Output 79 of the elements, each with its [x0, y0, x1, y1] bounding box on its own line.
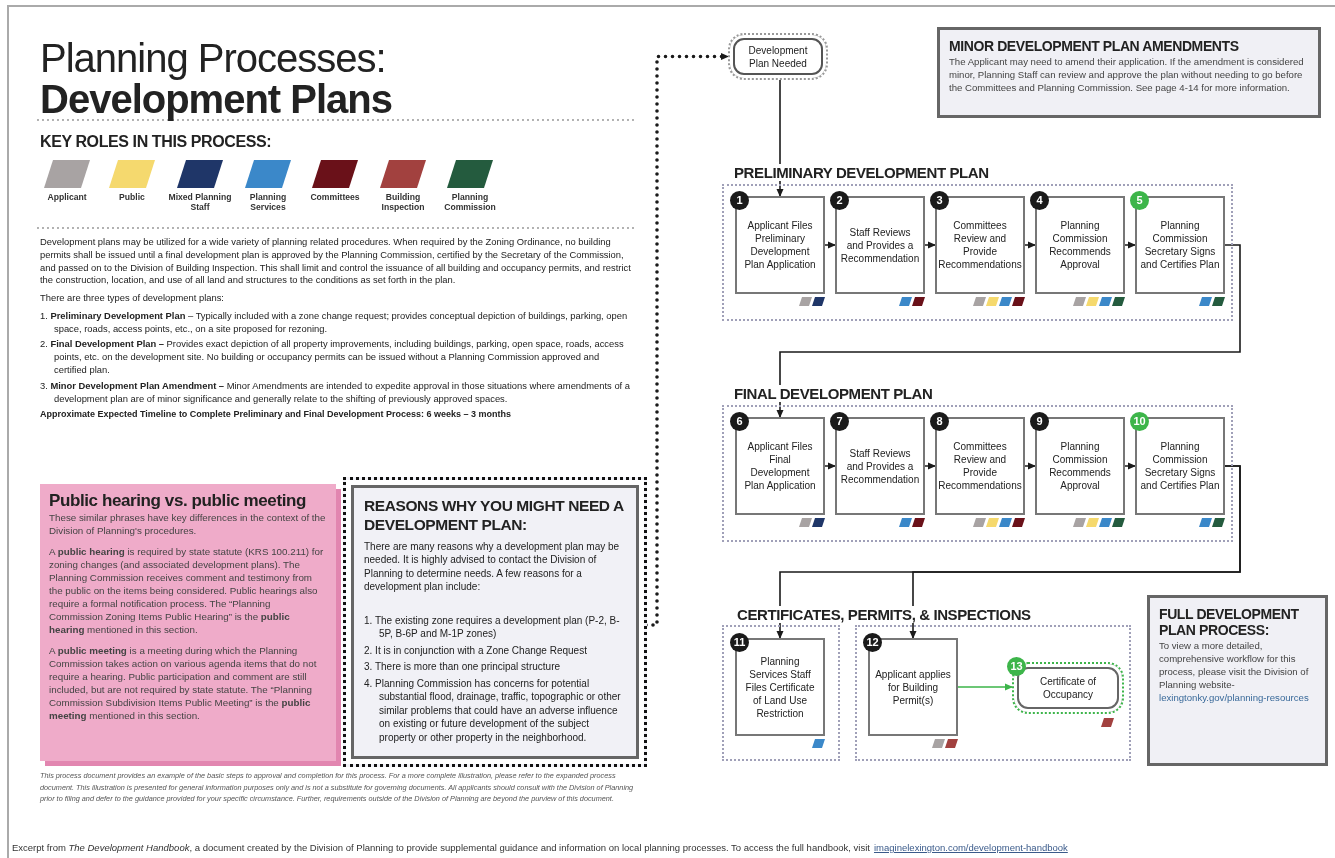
legend-label: Planning Commission — [443, 192, 497, 213]
paragraph: The Applicant may need to amend their application. If the amendment is considered minor, Planning Staff can review and approve the plan without needing to go before the Committees and Planning Commission. See page 4-14 for more information. — [949, 56, 1305, 95]
list-item: 3. There is more than one principal structure — [364, 660, 562, 674]
step-number-badge: 3 — [930, 191, 949, 210]
paragraph: These similar phrases have key differences in the context of the Division of Planning's procedures. — [49, 510, 327, 537]
paragraph: To view a more detailed, comprehensive workflow for this process, please visit the Division of Planning website- — [1159, 640, 1310, 692]
legend-label: Applicant — [46, 192, 88, 203]
step-number-badge: 1 — [730, 191, 749, 210]
paragraph: There are three types of development plans: — [40, 292, 225, 305]
section-heading: PRELIMINARY DEVELOPMENT PLAN — [732, 164, 991, 181]
arrow — [909, 465, 1241, 639]
step-label: Applicant Files Final Development Plan Application — [743, 440, 817, 492]
rounded-box — [728, 33, 828, 80]
step-label: Planning Commission Secretary Signs and Certifies Plan — [1140, 440, 1220, 492]
step-label: Staff Reviews and Provides a Recommendation — [840, 225, 920, 265]
panel-heading: REASONS WHY YOU MIGHT NEED A DEVELOPMENT PLAN: — [364, 496, 625, 535]
step-label: Planning Commission Recommends Approval — [1048, 219, 1112, 271]
dotted-group-frame — [722, 625, 840, 761]
step-number-badge: 4 — [1030, 191, 1049, 210]
arrow — [1024, 462, 1036, 470]
paragraph: Development plans may be utilized for a wide variety of planning related procedures. When required by the Zoning Ordinance, no building permits shall be issued until a final development plan is approved by the Planning Commission, certified by the Secretary of the Commission, and passed on to the Division of Building Inspection. This shall limit and control the issuance of all building and occupancy permits, and restrict the construction, location, and use of all land and structures to the conditions as set forth in the plan. — [40, 236, 632, 288]
step-number-badge: 9 — [1030, 412, 1049, 431]
step-label: Certificate of Occupancy — [1038, 675, 1098, 701]
arrow — [776, 244, 1241, 418]
info-panel — [343, 477, 647, 767]
legend-label: Public — [118, 192, 146, 203]
step-label: Planning Commission Recommends Approval — [1048, 440, 1112, 492]
step-label: Development Plan Needed — [747, 43, 809, 70]
link: lexingtonky.gov/planning-resources — [1159, 691, 1309, 705]
step-number-badge: 6 — [730, 412, 749, 431]
paragraph: There are many reasons why a development plan may be needed. It is highly advised to contact the Division of Planning to determine needs. A few reasons for a development plan include: — [364, 539, 621, 594]
step-label: Planning Commission Secretary Signs and Certifies Plan — [1140, 219, 1220, 271]
list-item: 1. Preliminary Development Plan – Typically included with a zone change request; provides conceptual depiction of buildings, parking, open space, roads, access points, etc., on a site proposed for rezoning. — [40, 309, 629, 336]
section-heading: CERTIFICATES, PERMITS, & INSPECTIONS — [735, 606, 1033, 623]
paragraph: A public hearing is required by state statute (KRS 100.211) for zoning changes (and associated development plans). The Planning Commission receives comment and testimony from the public on the items being considered. Public hearings also require a formal notification process. The “Planning Commission Zoning Items Public Hearing” is the public hearing mentioned in this section. — [49, 544, 325, 636]
arrow — [824, 241, 836, 249]
section-heading: KEY ROLES IN THIS PROCESS: — [40, 133, 273, 151]
legend-label: Mixed Planning Staff — [167, 192, 233, 213]
footer-note: Excerpt from The Development Handbook, a document created by the Division of Planning to provide supplemental guidance and information on local planning processes. To access the full handbook, visit — [12, 842, 870, 853]
step-label: Staff Reviews and Provides a Recommendation — [840, 446, 920, 486]
list-item: 3. Minor Development Plan Amendment – Minor Amendments are intended to expedite approval in those situations where amendments of a development plan are of minor significance and generally relate to the shifting of previously approved spaces. — [40, 379, 632, 406]
arrow — [1124, 462, 1136, 470]
legend-label: Planning Services — [248, 192, 288, 213]
info-panel — [1147, 595, 1328, 766]
step-number-badge: 7 — [830, 412, 849, 431]
arrow — [1024, 241, 1036, 249]
arrow — [924, 241, 936, 249]
list-item: 4. Planning Commission has concerns for potential substantial flood, drainage, traffic, topographic or other similar problems that could have an adverse influence on existing or future development of the subject property or other property in the neighborhood. — [364, 676, 622, 745]
step-label: Committees Review and Provide Recommendations — [938, 440, 1022, 492]
step-number-badge: 12 — [863, 633, 882, 652]
info-panel — [937, 27, 1321, 118]
legend-label: Committees — [309, 192, 361, 203]
arrow — [924, 462, 936, 470]
step-number-badge: 2 — [830, 191, 849, 210]
list-item: 1. The existing zone requires a development plan (P-2, B-5P, B-6P and M-1P zones) — [364, 613, 621, 641]
panel-heading: MINOR DEVELOPMENT PLAN AMENDMENTS — [949, 38, 1240, 55]
paragraph: A public meeting is a meeting during which the Planning Commission takes action on various agenda items that do not require a hearing. Public participation and comment are still included, but are not required by state statute. The “Planning Commission Subdivision Items Public Meeting” is the public meeting mentioned in this section. — [49, 643, 318, 722]
list-item: 2. Final Development Plan – Provides exact depiction of all property improvements, including buildings, parking, open space, roads, access points, etc. on the development site. No building or occupancy permits can be issued without a Planning Commission approved and certified plan. — [40, 338, 625, 377]
legend-label: Building Inspection — [380, 192, 426, 213]
arrow — [1124, 241, 1136, 249]
step-number-badge: 8 — [930, 412, 949, 431]
step-number-badge: 10 — [1130, 412, 1149, 431]
arrow — [824, 462, 836, 470]
step-label: Applicant Files Preliminary Development Plan Application — [743, 219, 817, 271]
link: imaginelexington.com/development-handbook — [874, 842, 1069, 853]
panel-heading: Public hearing vs. public meeting — [49, 492, 307, 511]
arrow — [957, 683, 1013, 691]
timeline-note: Approximate Expected Timeline to Complete Preliminary and Final Development Process: 6 weeks – 3 months — [40, 408, 512, 421]
title: Planning Processes: Development Plans — [40, 38, 393, 120]
panel-heading: FULL DEVELOPMENT PLAN PROCESS: — [1159, 606, 1300, 639]
list-item: 2. It is in conjunction with a Zone Change Request — [364, 643, 588, 658]
step-label: Applicant applies for Building Permit(s) — [874, 667, 952, 707]
step-number-badge: 13 — [1007, 657, 1026, 676]
step-number-badge: 11 — [730, 633, 749, 652]
step-label: Committees Review and Provide Recommendations — [938, 219, 1022, 271]
step-label: Planning Services Staff Files Certificate of Land Use Restriction — [744, 654, 816, 720]
section-heading: FINAL DEVELOPMENT PLAN — [732, 385, 935, 402]
dotted-group-frame — [855, 625, 1131, 761]
step-number-badge: 5 — [1130, 191, 1149, 210]
